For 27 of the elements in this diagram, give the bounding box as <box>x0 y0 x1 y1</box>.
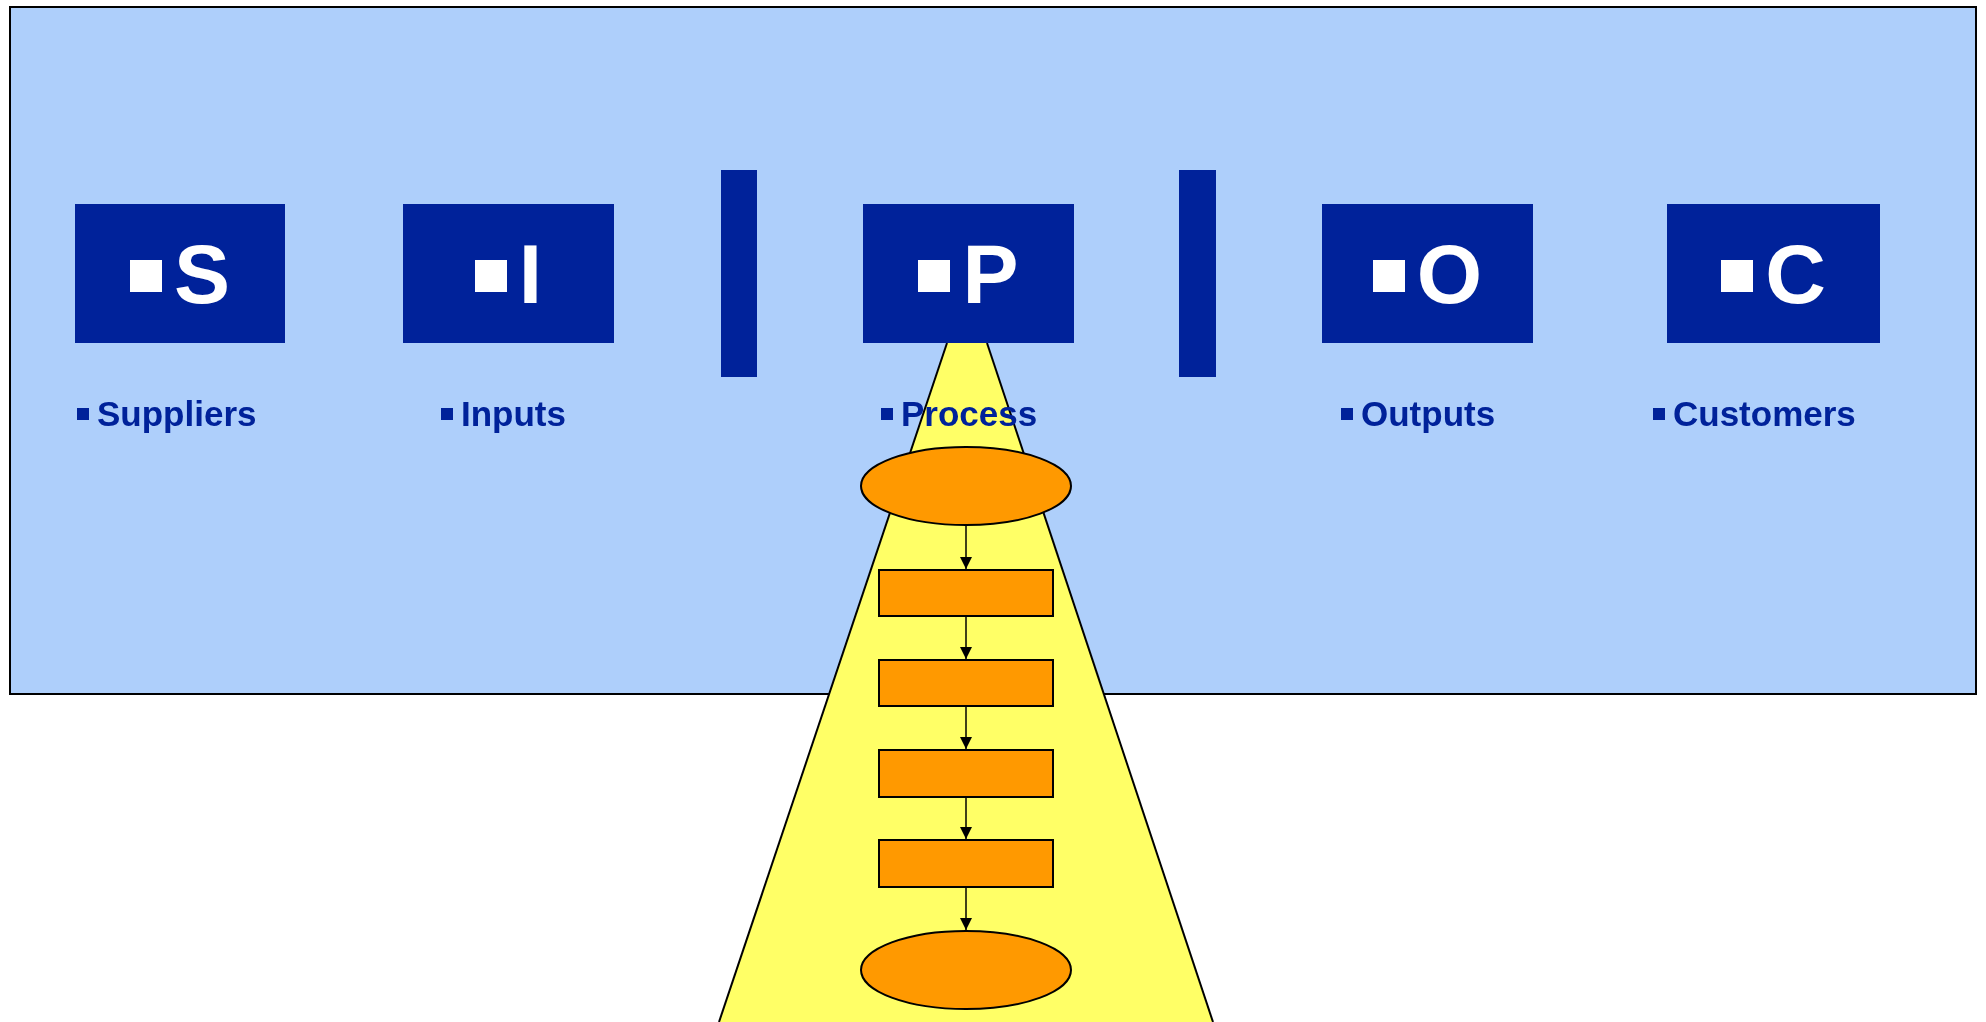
process-box <box>878 569 1054 617</box>
process-box <box>878 659 1054 707</box>
letter-box <box>863 204 1074 343</box>
letter: S <box>174 231 230 316</box>
separator-bar <box>1179 170 1216 377</box>
arrow <box>960 525 972 570</box>
letter: P <box>962 231 1019 316</box>
arrow <box>960 616 972 660</box>
letter: C <box>1765 231 1826 316</box>
arrow <box>960 887 972 931</box>
category-label: Inputs <box>461 396 566 431</box>
category-label: Suppliers <box>97 396 257 431</box>
separator-bar <box>721 170 757 377</box>
letter: O <box>1416 231 1483 316</box>
terminal-ellipse <box>860 930 1072 1010</box>
terminal-ellipse <box>860 446 1072 526</box>
letter-box <box>75 204 285 343</box>
letter: I <box>518 231 543 316</box>
process-box <box>878 839 1054 888</box>
category-label: Customers <box>1673 396 1856 431</box>
letter-box <box>403 204 614 343</box>
category-label: Outputs <box>1361 396 1496 431</box>
arrow <box>960 706 972 750</box>
letter-box <box>1667 204 1880 343</box>
letter-box <box>1322 204 1533 343</box>
arrow <box>960 797 972 840</box>
process-box <box>878 749 1054 798</box>
